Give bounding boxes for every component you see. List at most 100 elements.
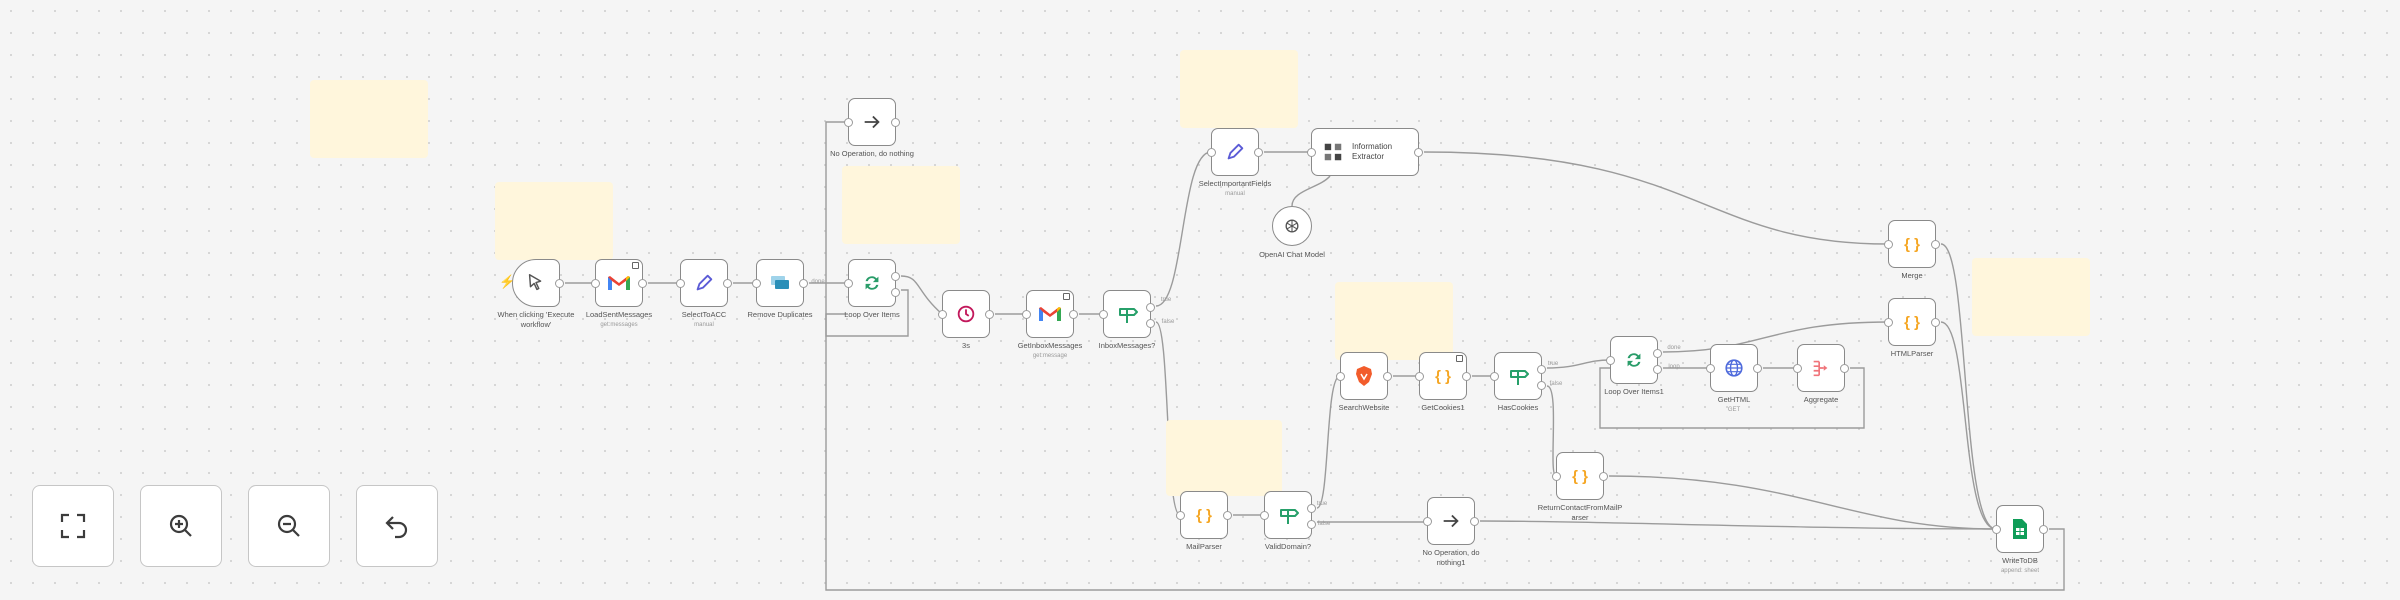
sticky-note[interactable]	[1180, 50, 1298, 128]
connection-line[interactable]	[1608, 475, 1997, 530]
output-port[interactable]	[1146, 318, 1155, 328]
output-port[interactable]	[1840, 363, 1849, 373]
connection-line[interactable]	[825, 121, 909, 337]
output-port[interactable]	[1462, 371, 1471, 381]
output-port[interactable]	[1383, 371, 1392, 381]
output-port[interactable]	[1307, 503, 1316, 513]
connection-line[interactable]	[900, 275, 943, 315]
sticky-note[interactable]	[1166, 420, 1282, 496]
output-port[interactable]	[638, 278, 647, 288]
sticky-note[interactable]	[1335, 282, 1453, 360]
node-loop-over-items-1[interactable]	[1606, 336, 1662, 384]
connection-line[interactable]	[1423, 151, 1889, 245]
output-port[interactable]	[891, 287, 900, 297]
node-get-html[interactable]	[1706, 344, 1762, 392]
node-no-operation-1[interactable]	[1423, 497, 1479, 545]
input-port[interactable]	[1415, 371, 1424, 381]
output-port[interactable]	[891, 271, 900, 281]
output-port[interactable]	[985, 309, 994, 319]
reset-zoom-button[interactable]	[356, 485, 438, 567]
node-search-website[interactable]	[1336, 352, 1392, 400]
input-port[interactable]	[1706, 363, 1715, 373]
input-port[interactable]	[1207, 147, 1216, 157]
output-port[interactable]	[1537, 364, 1546, 374]
output-port[interactable]	[1470, 516, 1479, 526]
connection-line[interactable]	[1940, 321, 1997, 530]
output-port[interactable]	[1069, 309, 1078, 319]
input-port[interactable]	[676, 278, 685, 288]
node-select-to-acc[interactable]	[676, 259, 732, 307]
input-port[interactable]	[1552, 471, 1561, 481]
node-select-important-fields[interactable]	[1207, 128, 1263, 176]
node-load-sent-messages[interactable]	[591, 259, 647, 307]
input-port[interactable]	[1307, 147, 1316, 157]
connection-line[interactable]	[1155, 321, 1181, 516]
sticky-note[interactable]	[1972, 258, 2090, 336]
input-port[interactable]	[1022, 309, 1031, 319]
connection-line[interactable]	[1599, 367, 1865, 429]
sticky-note[interactable]	[310, 80, 428, 158]
output-port[interactable]	[1931, 317, 1940, 327]
node-get-cookies[interactable]: { }	[1415, 352, 1471, 400]
node-html-parser[interactable]: { }	[1884, 298, 1940, 346]
connection-line[interactable]	[1546, 385, 1557, 477]
output-port[interactable]	[1537, 380, 1546, 390]
output-port[interactable]	[1599, 471, 1608, 481]
input-port[interactable]	[1260, 510, 1269, 520]
output-port[interactable]	[1753, 363, 1762, 373]
input-port[interactable]	[752, 278, 761, 288]
input-port[interactable]	[1606, 355, 1615, 365]
output-port[interactable]	[1931, 239, 1940, 249]
input-port[interactable]	[1336, 371, 1345, 381]
input-port[interactable]	[844, 117, 853, 127]
node-remove-duplicates[interactable]	[752, 259, 808, 307]
node-merge[interactable]: { }	[1884, 220, 1940, 268]
connection-line[interactable]	[1316, 375, 1341, 509]
output-port[interactable]	[1146, 302, 1155, 312]
node-inbox-messages-if[interactable]	[1099, 290, 1155, 338]
node-get-inbox-messages[interactable]	[1022, 290, 1078, 338]
connection-line[interactable]	[1662, 321, 1889, 353]
node-no-operation[interactable]	[844, 98, 900, 146]
output-port[interactable]	[1653, 348, 1662, 358]
node-return-contact-from-mail-parser[interactable]: { }	[1552, 452, 1608, 500]
output-port[interactable]	[1414, 147, 1423, 157]
node-openai-chat-model[interactable]	[1272, 206, 1312, 246]
output-port[interactable]	[555, 278, 564, 288]
input-port[interactable]	[1992, 524, 2001, 534]
node-information-extractor[interactable]: Information Extractor	[1307, 128, 1423, 176]
output-port[interactable]	[2039, 524, 2048, 534]
node-manual-trigger[interactable]: ⚡	[499, 259, 564, 307]
output-port[interactable]	[1307, 519, 1316, 529]
input-port[interactable]	[1793, 363, 1802, 373]
input-port[interactable]	[938, 309, 947, 319]
connection-line[interactable]	[1479, 520, 1997, 530]
zoom-in-button[interactable]	[140, 485, 222, 567]
input-port[interactable]	[1423, 516, 1432, 526]
output-port[interactable]	[1254, 147, 1263, 157]
input-port[interactable]	[1884, 239, 1893, 249]
fit-view-button[interactable]	[32, 485, 114, 567]
input-port[interactable]	[591, 278, 600, 288]
connection-line[interactable]	[1291, 175, 1331, 207]
node-has-cookies[interactable]	[1490, 352, 1546, 400]
connection-line[interactable]	[1155, 151, 1212, 307]
sticky-note[interactable]	[495, 182, 613, 260]
output-port[interactable]	[1223, 510, 1232, 520]
input-port[interactable]	[1490, 371, 1499, 381]
input-port[interactable]	[844, 278, 853, 288]
sticky-note[interactable]	[842, 166, 960, 244]
output-port[interactable]	[1653, 364, 1662, 374]
zoom-out-button[interactable]	[248, 485, 330, 567]
node-write-to-db[interactable]	[1992, 505, 2048, 553]
connection-line[interactable]	[1940, 243, 1997, 530]
input-port[interactable]	[1884, 317, 1893, 327]
node-aggregate[interactable]	[1793, 344, 1849, 392]
node-valid-domain-if[interactable]	[1260, 491, 1316, 539]
node-loop-over-items[interactable]	[844, 259, 900, 307]
input-port[interactable]	[1099, 309, 1108, 319]
output-port[interactable]	[799, 278, 808, 288]
output-port[interactable]	[891, 117, 900, 127]
node-mail-parser[interactable]: { }	[1176, 491, 1232, 539]
